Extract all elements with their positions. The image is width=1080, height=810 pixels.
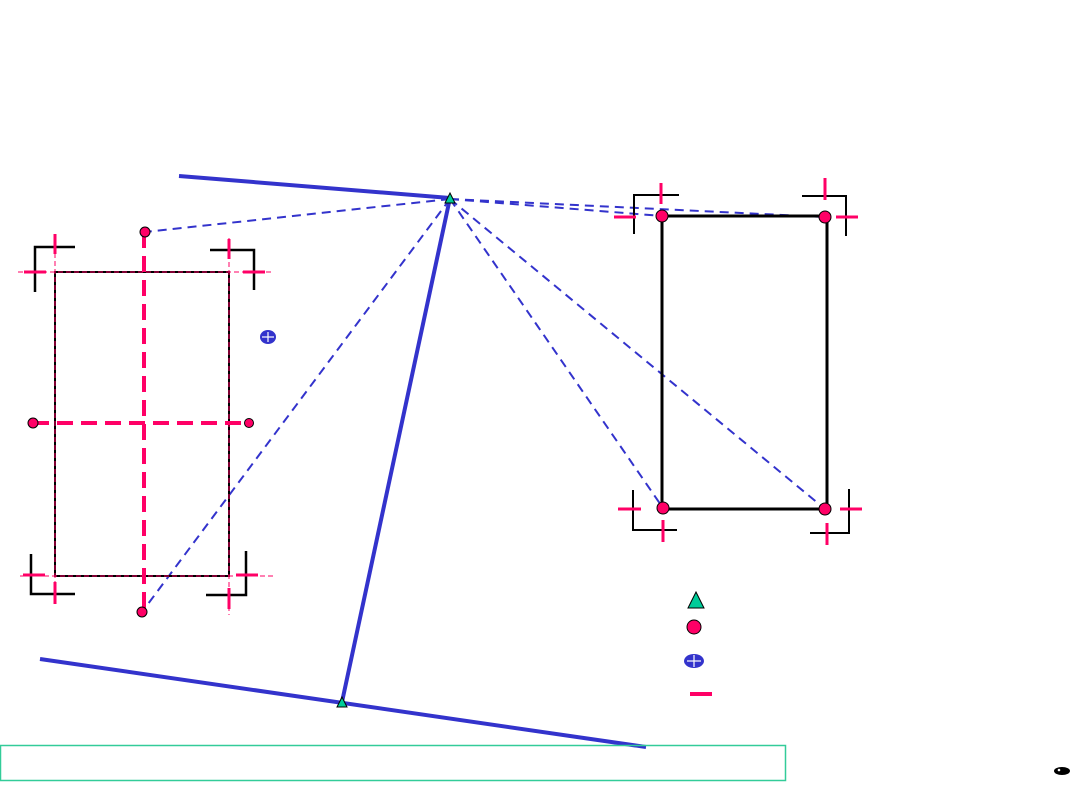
left-building-extension-lines <box>18 238 276 615</box>
sight-lines <box>141 198 826 613</box>
sight-line <box>449 198 826 218</box>
right-building-points <box>655 209 832 516</box>
circle-point-icon <box>244 418 254 428</box>
left-building-points <box>27 226 254 618</box>
circle-point-icon <box>686 619 702 635</box>
traverse-line-top <box>178 174 451 200</box>
note-box <box>0 744 787 782</box>
sight-line <box>141 198 451 613</box>
sight-line <box>449 198 826 510</box>
triangle-station-icon <box>687 590 705 609</box>
circle-point-icon <box>136 606 148 618</box>
legend <box>684 590 712 696</box>
target-mark-icon <box>260 330 276 344</box>
left-building-tick-marks <box>23 234 265 609</box>
right-building-corner-brackets <box>632 194 850 534</box>
circle-point-icon <box>818 502 832 516</box>
triangle-station-icon <box>444 191 456 204</box>
left-building <box>18 226 276 618</box>
sight-line <box>144 198 451 233</box>
circle-point-icon <box>139 226 151 238</box>
sight-line <box>449 198 663 217</box>
circle-point-icon <box>655 209 669 223</box>
left-building-corner-brackets <box>29 245 256 597</box>
right-building <box>614 178 862 545</box>
logo-icon <box>1054 767 1070 775</box>
circle-point-icon <box>27 417 39 429</box>
right-building-tick-marks <box>614 178 862 545</box>
target-mark-icon <box>684 654 704 668</box>
stations <box>336 191 456 708</box>
circle-point-icon <box>818 210 832 224</box>
traverse-line-middle <box>340 197 452 703</box>
sight-line <box>449 198 664 509</box>
right-building-outline <box>660 214 829 511</box>
left-building-axis-lines <box>33 232 249 612</box>
traverse-lines <box>39 174 647 749</box>
circle-point-icon <box>656 501 670 515</box>
triangle-station-icon <box>336 695 348 708</box>
